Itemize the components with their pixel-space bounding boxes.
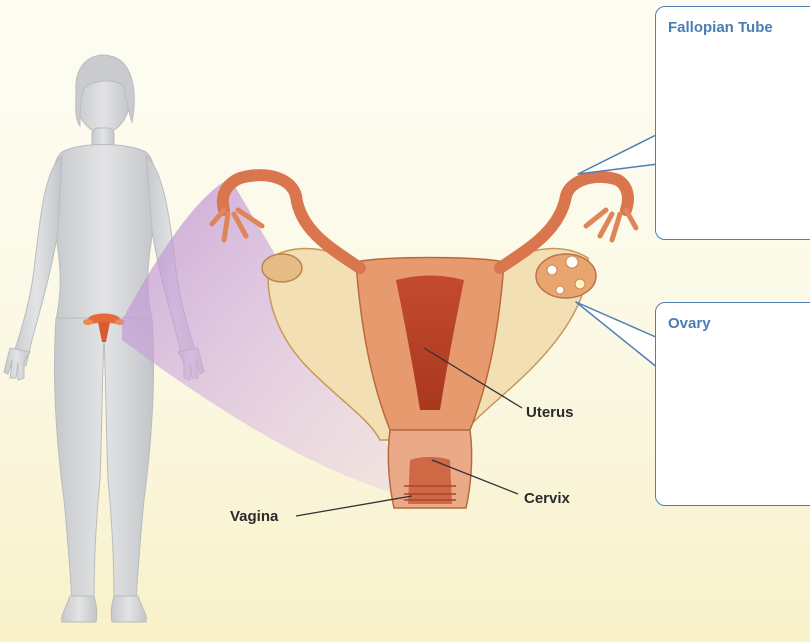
fallopian-tube-callout-pointer	[577, 133, 659, 175]
left-ovary	[261, 253, 303, 283]
uterus-illustration	[209, 169, 639, 509]
left-arm	[9, 154, 63, 367]
ovary-callout: Ovary	[655, 302, 810, 506]
left-foot	[61, 595, 98, 623]
legs	[53, 317, 155, 601]
ovary-title: Ovary	[668, 315, 711, 332]
leader-lines	[295, 347, 523, 517]
hair	[75, 54, 135, 128]
human-body-silhouette	[3, 54, 205, 623]
fallopian-tube-title: Fallopian Tube	[668, 19, 773, 36]
cervix-label: Cervix	[524, 490, 570, 507]
zoom-highlight-wedge	[122, 178, 420, 500]
organ-location-marker	[83, 313, 125, 342]
ovary-callout-pointer	[575, 301, 659, 369]
uterus-leader	[423, 347, 523, 409]
right-foot	[110, 595, 147, 623]
vagina-label: Vagina	[230, 508, 279, 525]
cervix-leader	[431, 459, 519, 495]
fallopian-tube-callout: Fallopian Tube	[655, 6, 810, 240]
left-hand	[3, 347, 31, 381]
vagina-leader	[295, 495, 413, 517]
uterus-label: Uterus	[526, 404, 574, 421]
